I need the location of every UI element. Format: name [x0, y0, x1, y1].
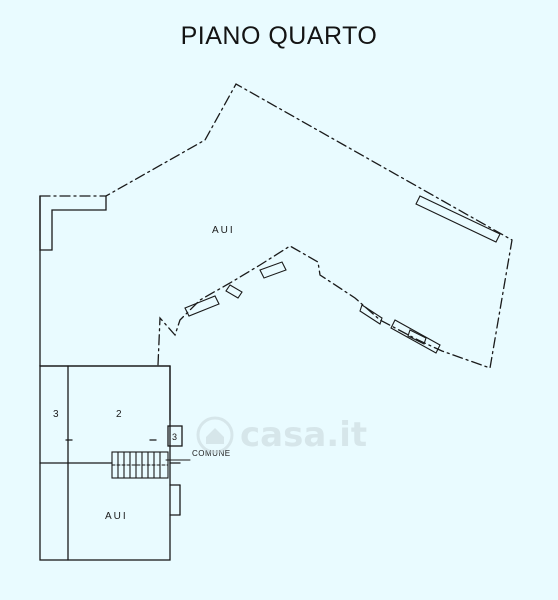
common-area-label: COMUNE [192, 449, 231, 458]
room-left-label: 3 [53, 409, 59, 420]
upper-unit-label: AUI [212, 225, 235, 236]
upper-walls [39, 195, 107, 367]
upper-unit-outline [39, 83, 513, 369]
watermark-text: casa.it [240, 415, 368, 455]
plan-title: PIANO QUARTO [180, 22, 378, 50]
room-small-label: 3 [172, 432, 177, 442]
window-marks [184, 195, 501, 354]
casa-watermark: casa.it [196, 415, 367, 455]
lower-block-walls [39, 365, 183, 561]
room-center-label: 2 [116, 409, 122, 420]
lower-unit-label: AUI [105, 511, 128, 522]
staircase [111, 451, 169, 479]
house-logo-icon [196, 416, 234, 454]
